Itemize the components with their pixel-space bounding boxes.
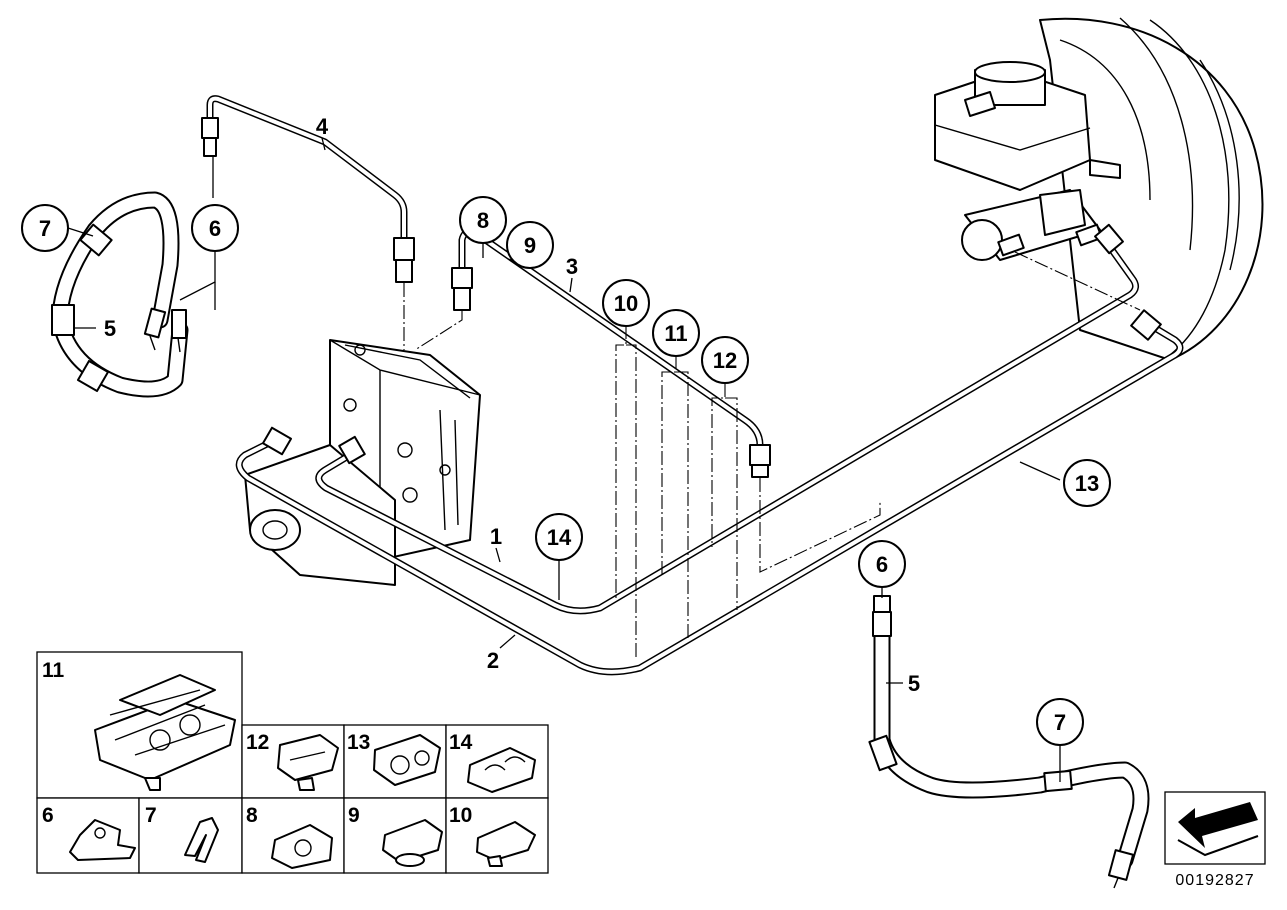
legend-label-12: 12 [246, 731, 269, 754]
label-6-right: 6 [876, 552, 888, 577]
clip-7-drawing [184, 817, 219, 863]
leader-lines [67, 137, 1061, 782]
label-2: 2 [487, 648, 499, 673]
callout-9-circle [506, 221, 554, 269]
legend-label-8: 8 [246, 804, 258, 827]
grommet-14-drawing [467, 747, 536, 793]
callout-8-circle [459, 196, 507, 244]
master-cylinder-reservoir [934, 61, 1121, 191]
clip-9-drawing [382, 819, 443, 867]
label-6-left: 6 [209, 216, 221, 241]
brake-line-1 [315, 223, 1139, 615]
callout-6-left-circle [191, 204, 239, 252]
label-4: 4 [316, 114, 329, 139]
clip-8-drawing [271, 824, 333, 869]
label-7-left: 7 [39, 216, 51, 241]
legend-label-6: 6 [42, 804, 54, 827]
callouts: 4 7 6 5 8 9 3 10 11 12 1 14 2 13 6 5 7 [21, 114, 1111, 746]
parts-legend: 11 12 13 14 6 7 8 9 10 [36, 651, 549, 874]
label-11: 11 [664, 321, 687, 346]
clip-11-drawing [94, 674, 236, 791]
label-9: 9 [524, 233, 536, 258]
brake-line-4 [201, 95, 415, 283]
callout-14-circle [535, 513, 583, 561]
clip-13-drawing [373, 734, 441, 786]
callout-12-circle [701, 336, 749, 384]
callout-11-circle [652, 309, 700, 357]
callout-6-right-circle [858, 540, 906, 588]
brake-line-2 [235, 309, 1184, 676]
brake-hose-left [51, 191, 189, 398]
label-14: 14 [547, 525, 572, 550]
clip-10-drawing [476, 821, 536, 867]
callout-13-circle [1063, 459, 1111, 507]
legend-label-7: 7 [145, 804, 157, 827]
clip-12-drawing [277, 734, 339, 791]
reference-number: 00192827 [1175, 872, 1254, 889]
legend-label-9: 9 [348, 804, 360, 827]
label-7-right: 7 [1054, 710, 1066, 735]
callout-7-left-circle [21, 204, 69, 252]
orientation-box: 00192827 [1164, 791, 1266, 889]
clip-reference-lines [403, 251, 1141, 660]
legend-label-14: 14 [449, 731, 473, 754]
label-8: 8 [477, 208, 489, 233]
master-cylinder [961, 189, 1103, 261]
brake-hose-right [868, 595, 1150, 889]
callout-7-right-circle [1036, 698, 1084, 746]
label-10: 10 [614, 291, 638, 316]
label-5-left: 5 [104, 316, 116, 341]
label-3: 3 [566, 254, 578, 279]
legend-label-11: 11 [42, 659, 65, 682]
label-1: 1 [490, 524, 502, 549]
callout-10-circle [602, 279, 650, 327]
bracket-6-drawing [69, 819, 136, 861]
label-12: 12 [713, 348, 737, 373]
direction-arrow-icon [1178, 802, 1258, 848]
legend-label-10: 10 [449, 804, 472, 827]
label-13: 13 [1075, 471, 1099, 496]
brake-booster [1039, 17, 1264, 361]
legend-label-13: 13 [347, 731, 370, 754]
label-5-right: 5 [908, 671, 920, 696]
